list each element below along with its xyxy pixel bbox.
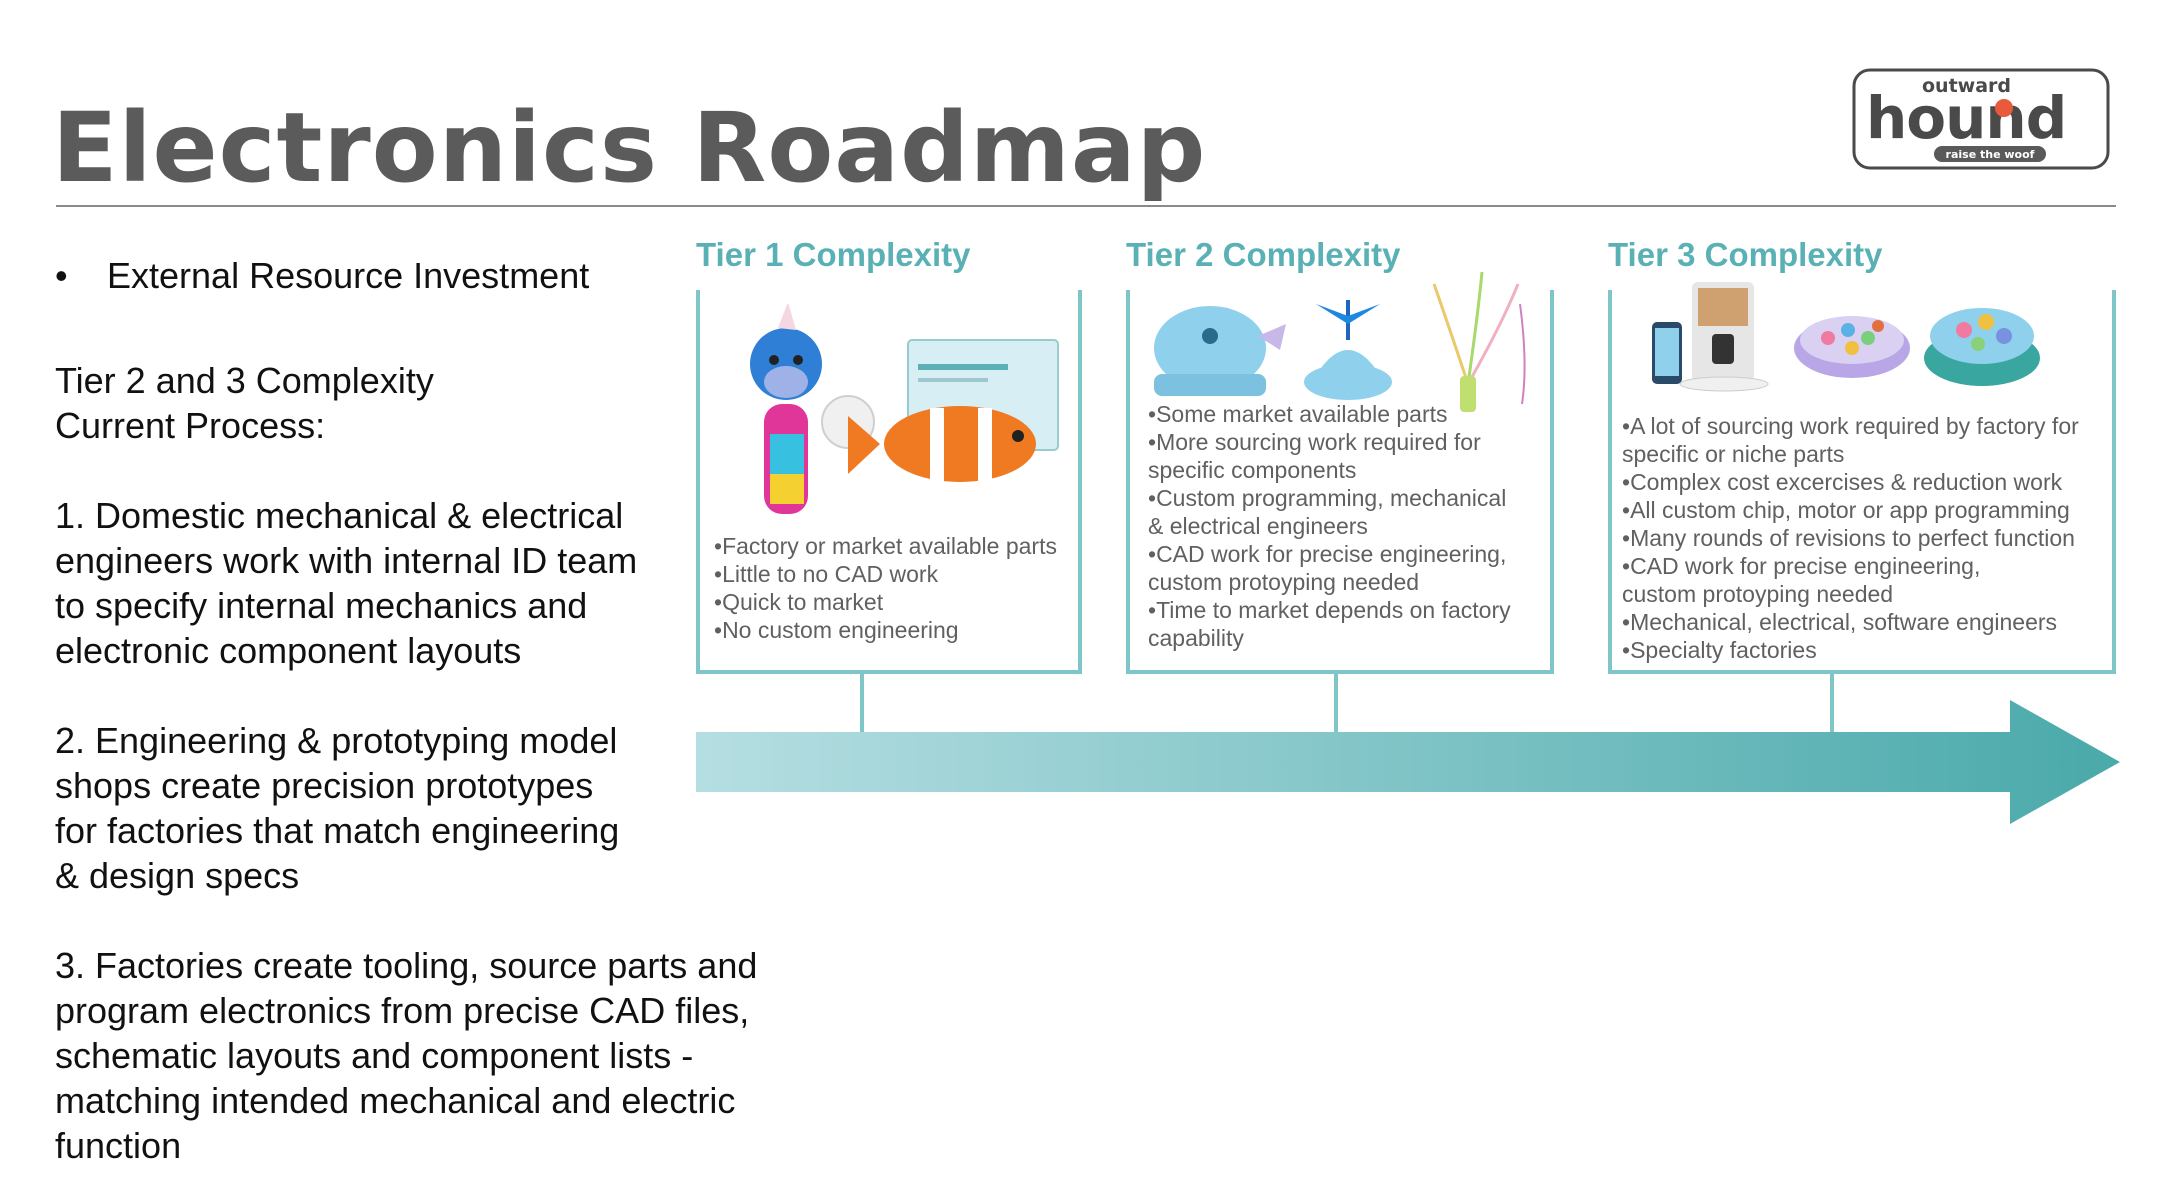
process-heading-line: Tier 2 and 3 Complexity bbox=[55, 360, 434, 401]
tier-3-box: A lot of sourcing work required by facto… bbox=[1608, 282, 2116, 674]
tier-1-item: Little to no CAD work bbox=[714, 560, 1057, 588]
tier-3-item: Specialty factories bbox=[1622, 636, 2122, 664]
step-line: electronic component layouts bbox=[55, 630, 522, 671]
investment-bullet-text: External Resource Investment bbox=[107, 255, 590, 296]
tier-3-item: Many rounds of revisions to perfect func… bbox=[1622, 524, 2122, 552]
step-line: 3. Factories create tooling, source part… bbox=[55, 945, 758, 986]
tier-3-title: Tier 3 Complexity bbox=[1608, 236, 1883, 273]
step-line: to specify internal mechanics and bbox=[55, 585, 588, 626]
tier-3-list: A lot of sourcing work required by facto… bbox=[1622, 412, 2122, 664]
tier-2-connector bbox=[1334, 670, 1338, 732]
tier-1-connector bbox=[860, 670, 864, 732]
process-heading: Tier 2 and 3 Complexity Current Process: bbox=[55, 358, 434, 448]
tier-2-item: CAD work for precise engineering, custom… bbox=[1148, 540, 1528, 596]
step-line: function bbox=[55, 1125, 182, 1166]
tier-3-item: Complex cost excercises & reduction work bbox=[1622, 468, 2122, 496]
tier-1-item: No custom engineering bbox=[714, 616, 1057, 644]
tier-2-item: Time to market depends on factory capabi… bbox=[1148, 596, 1538, 652]
tier-1-item: Quick to market bbox=[714, 588, 1057, 616]
logo-main-word: hound bbox=[1866, 84, 2066, 152]
outward-hound-logo: outward hound raise the woof bbox=[1852, 68, 2110, 170]
tier-2-item: Custom programming, mechanical & electri… bbox=[1148, 484, 1528, 540]
step-line: 1. Domestic mechanical & electrical bbox=[55, 495, 624, 536]
tier-3-products-image bbox=[1652, 282, 2040, 392]
step-line: for factories that match engineering bbox=[55, 810, 620, 851]
tier-2-box: Some market available parts More sourcin… bbox=[1126, 271, 1554, 674]
tier-1-box: Factory or market available parts Little… bbox=[696, 290, 1082, 674]
title-divider bbox=[56, 205, 2116, 207]
page-title: Electronics Roadmap bbox=[52, 92, 1207, 204]
step-line: & design specs bbox=[55, 855, 300, 896]
tier-1-products-image bbox=[750, 304, 1059, 514]
process-step-2: 2. Engineering & prototyping model shops… bbox=[55, 718, 619, 898]
tier-3-item: CAD work for precise engineering, custom… bbox=[1622, 552, 2042, 608]
tier-2-item: Some market available parts bbox=[1148, 400, 1538, 428]
logo-top-word: outward bbox=[1922, 75, 2011, 97]
process-heading-line: Current Process: bbox=[55, 405, 326, 446]
process-step-3: 3. Factories create tooling, source part… bbox=[55, 943, 757, 1168]
step-line: schematic layouts and component lists - bbox=[55, 1035, 694, 1076]
step-line: engineers work with internal ID team bbox=[55, 540, 638, 581]
tier-1-title: Tier 1 Complexity bbox=[696, 236, 971, 273]
step-line: program electronics from precise CAD fil… bbox=[55, 990, 750, 1031]
tier-1-item: Factory or market available parts bbox=[714, 532, 1057, 560]
tier-3-item: A lot of sourcing work required by facto… bbox=[1622, 412, 2122, 468]
bullet-dot: • bbox=[55, 255, 68, 296]
tier-1-list: Factory or market available parts Little… bbox=[714, 532, 1057, 644]
tier-3-item: All custom chip, motor or app programmin… bbox=[1622, 496, 2122, 524]
tier-2-title: Tier 2 Complexity bbox=[1126, 236, 1401, 273]
complexity-arrow bbox=[696, 700, 2120, 824]
step-line: matching intended mechanical and electri… bbox=[55, 1080, 736, 1121]
process-step-1: 1. Domestic mechanical & electrical engi… bbox=[55, 493, 637, 673]
tier-2-item: More sourcing work required for specific… bbox=[1148, 428, 1528, 484]
investment-bullet: • External Resource Investment bbox=[55, 253, 589, 298]
step-line: 2. Engineering & prototyping model bbox=[55, 720, 618, 761]
tier-3-connector bbox=[1830, 670, 1834, 732]
tier-3-item: Mechanical, electrical, software enginee… bbox=[1622, 608, 2122, 636]
tier-2-products-image bbox=[1154, 271, 1526, 412]
step-line: shops create precision prototypes bbox=[55, 765, 594, 806]
logo-tagline: raise the woof bbox=[1946, 148, 2035, 161]
tier-2-list: Some market available parts More sourcin… bbox=[1148, 400, 1538, 652]
